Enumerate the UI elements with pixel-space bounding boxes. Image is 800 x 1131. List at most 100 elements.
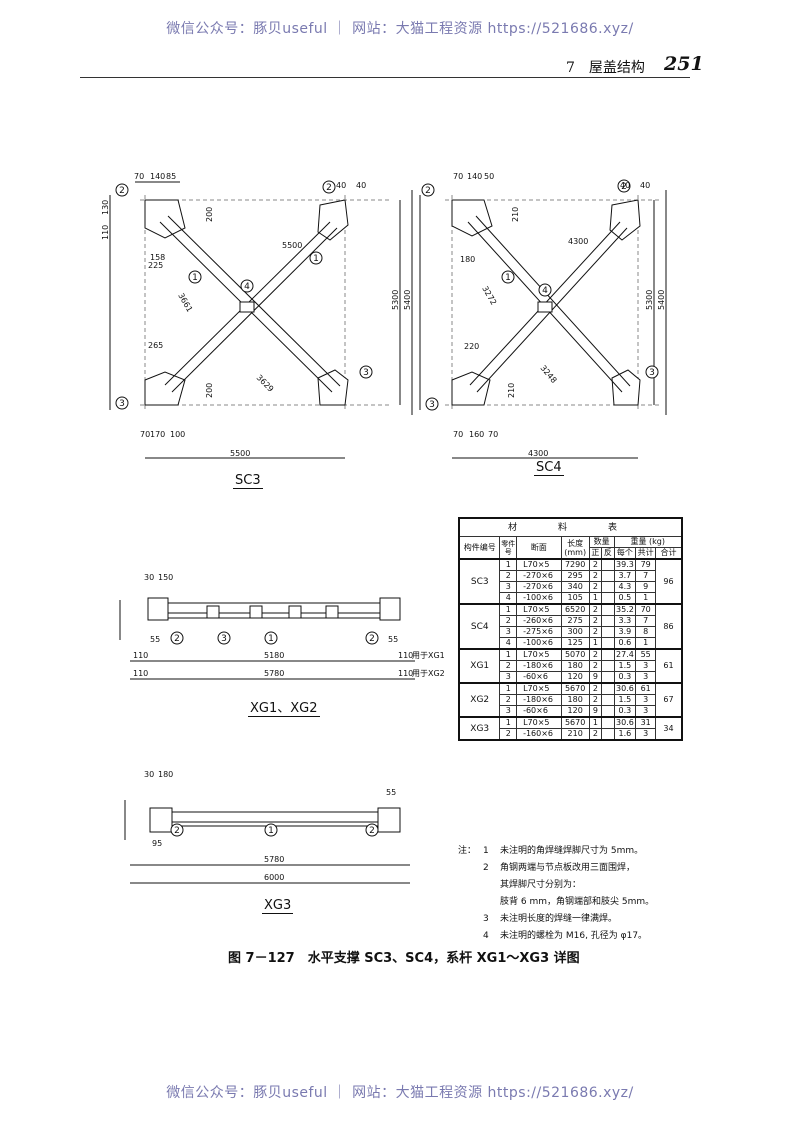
cell-back bbox=[601, 615, 615, 627]
mark-2-sc3b: 2 bbox=[322, 180, 336, 194]
th-each: 每个 bbox=[613, 547, 637, 560]
mark-2-sc3: 2 bbox=[115, 183, 129, 197]
cell-total: 3 bbox=[635, 728, 657, 741]
dim-xg12-len2: 5780 bbox=[264, 669, 284, 678]
cell-each: 3.3 bbox=[613, 615, 637, 627]
mark-3-sc4: 3 bbox=[425, 397, 439, 411]
cell-part-no: 3 bbox=[499, 705, 518, 718]
cell-front: 2 bbox=[588, 648, 603, 661]
svg-text:1: 1 bbox=[268, 634, 274, 644]
svg-text:1: 1 bbox=[313, 254, 319, 264]
cell-part-no: 3 bbox=[499, 581, 518, 593]
label-xg12: XG1、XG2 bbox=[248, 701, 320, 717]
cell-each: 0.5 bbox=[613, 592, 637, 605]
cell-back bbox=[601, 660, 615, 672]
cell-section: -60×6 bbox=[516, 671, 562, 684]
cell-back bbox=[601, 603, 615, 616]
note-text: 其焊脚尺寸分别为： bbox=[500, 880, 582, 890]
cell-part-no: 3 bbox=[499, 626, 518, 638]
xg12-drawing bbox=[119, 597, 415, 680]
dim-sc4-top-1: 140 bbox=[467, 172, 482, 181]
svg-text:3: 3 bbox=[649, 368, 655, 378]
cell-total: 3 bbox=[635, 705, 657, 718]
cell-total: 3 bbox=[635, 671, 657, 684]
th-front: 正 bbox=[588, 547, 603, 560]
cell-back bbox=[601, 626, 615, 638]
dim-sc4-b70: 70 bbox=[453, 430, 463, 439]
dim-sc3-width: 5500 bbox=[230, 449, 250, 458]
cell-front: 2 bbox=[588, 615, 603, 627]
cell-each: 3.7 bbox=[613, 570, 637, 582]
dim-sc4-width-b: 4300 bbox=[568, 237, 588, 246]
svg-text:3: 3 bbox=[363, 368, 369, 378]
member-name: XG1 bbox=[458, 648, 501, 684]
cell-length: 6520 bbox=[560, 603, 590, 616]
cell-front: 9 bbox=[588, 671, 603, 684]
note-text: 未注明的螺栓为 M16, 孔径为 φ17。 bbox=[500, 931, 648, 941]
cell-length: 5670 bbox=[560, 682, 590, 695]
note-item: 4 未注明的螺栓为 M16, 孔径为 φ17。 bbox=[483, 928, 698, 945]
dim-sc3-width-b: 5500 bbox=[282, 241, 302, 250]
cell-back bbox=[601, 728, 615, 741]
mark-3-sc3: 3 bbox=[359, 365, 373, 379]
dim-sc3-left-0: 110 bbox=[101, 225, 110, 240]
cell-back bbox=[601, 671, 615, 684]
note-item: 肢背 6 mm，角钢端部和肢尖 5mm。 bbox=[483, 894, 698, 911]
cell-total: 1 bbox=[635, 637, 657, 650]
dim-xg3-top-1: 180 bbox=[158, 770, 173, 779]
cell-each: 35.2 bbox=[613, 603, 637, 616]
svg-text:2: 2 bbox=[621, 182, 627, 192]
cell-total: 8 bbox=[635, 626, 657, 638]
dim-sc4-width: 4300 bbox=[528, 449, 548, 458]
note-number: 2 bbox=[483, 863, 489, 873]
cell-total: 3 bbox=[635, 660, 657, 672]
mark-1-xg12: 1 bbox=[264, 631, 278, 645]
note-number: 4 bbox=[483, 931, 489, 941]
dim-sc4-210b: 210 bbox=[507, 383, 516, 398]
notes-heading: 注： bbox=[458, 846, 477, 856]
cell-each: 0.3 bbox=[613, 705, 637, 718]
cell-back bbox=[601, 570, 615, 582]
note-text: 角钢两端与节点板改用三面围焊， bbox=[500, 863, 636, 873]
use-xg2-label: 用于XG2 bbox=[412, 669, 445, 678]
cell-part-no: 2 bbox=[499, 615, 518, 627]
cell-front: 9 bbox=[588, 705, 603, 718]
cell-back bbox=[601, 705, 615, 718]
dim-sc3-b170: 170 bbox=[150, 430, 165, 439]
sc3-drawing bbox=[109, 181, 413, 459]
dim-xg12-55b: 55 bbox=[388, 635, 398, 644]
cell-front: 2 bbox=[588, 626, 603, 638]
header-rule bbox=[80, 77, 690, 78]
cell-each: 39.3 bbox=[613, 558, 637, 571]
sc4-drawing bbox=[419, 190, 667, 459]
svg-text:4: 4 bbox=[542, 286, 548, 296]
cell-section: L70×5 bbox=[516, 682, 562, 695]
cell-part-no: 1 bbox=[499, 648, 518, 661]
cell-length: 5670 bbox=[560, 716, 590, 729]
dim-sc3-diag2: 3629 bbox=[255, 373, 276, 394]
cell-length: 295 bbox=[560, 570, 590, 582]
svg-text:2: 2 bbox=[369, 634, 375, 644]
cell-front: 2 bbox=[588, 581, 603, 593]
cell-total: 31 bbox=[635, 716, 657, 729]
svg-text:1: 1 bbox=[268, 826, 274, 836]
dim-xg12-edge2-r: 110 bbox=[398, 669, 413, 678]
cell-front: 2 bbox=[588, 570, 603, 582]
member-sum: 34 bbox=[655, 716, 683, 741]
cell-length: 125 bbox=[560, 637, 590, 650]
use-xg1-label: 用于XG1 bbox=[412, 651, 445, 660]
cell-length: 5070 bbox=[560, 648, 590, 661]
cell-part-no: 3 bbox=[499, 671, 518, 684]
mark-3-xg12: 3 bbox=[217, 631, 231, 645]
cell-part-no: 2 bbox=[499, 728, 518, 741]
dim-sc4-tr-0: 40 bbox=[620, 181, 630, 190]
svg-text:4: 4 bbox=[244, 282, 250, 292]
dim-sc3-tr-1: 40 bbox=[356, 181, 366, 190]
